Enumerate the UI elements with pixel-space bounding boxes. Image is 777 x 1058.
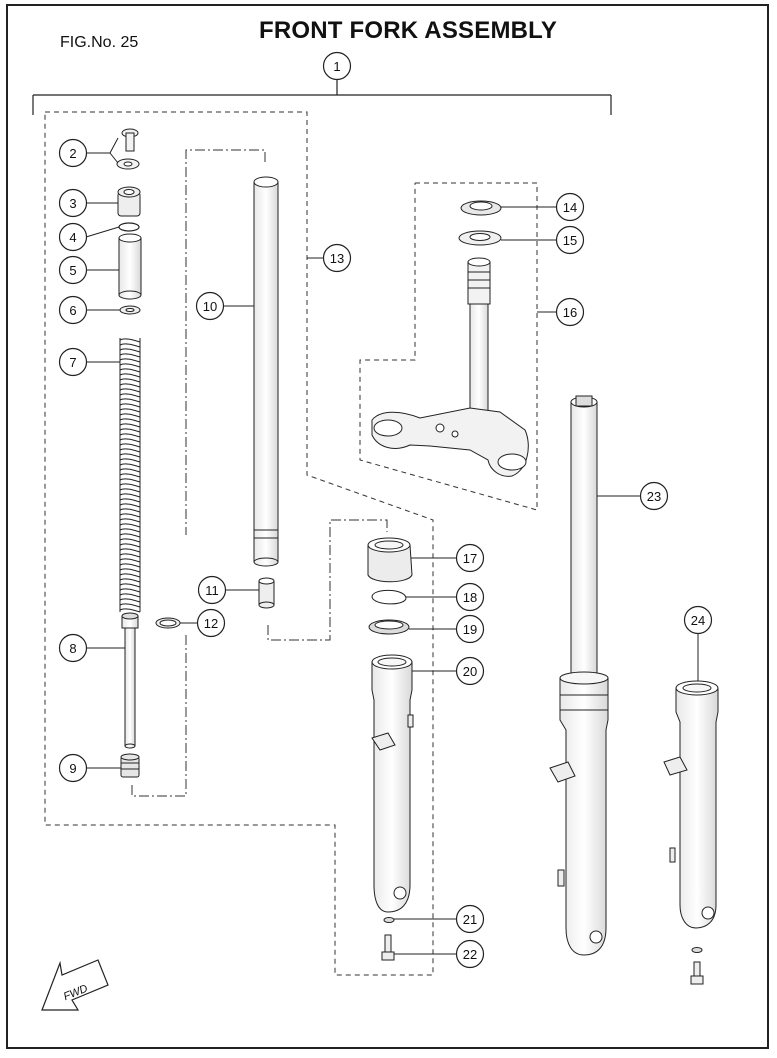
callout-10: 10 xyxy=(195,291,225,321)
callout-8: 8 xyxy=(58,633,88,663)
figure-frame xyxy=(6,4,769,1049)
callout-15: 15 xyxy=(555,225,585,255)
callout-number: 5 xyxy=(69,263,76,278)
callout-23: 23 xyxy=(639,481,669,511)
part-12-ring xyxy=(155,617,181,629)
callout-19: 19 xyxy=(455,614,485,644)
part-6-washer xyxy=(119,305,141,315)
part-14-bearing xyxy=(460,200,502,216)
callout-number: 6 xyxy=(69,303,76,318)
part-8-damper-rod xyxy=(121,612,139,749)
callout-number: 13 xyxy=(330,251,344,266)
callout-14: 14 xyxy=(555,192,585,222)
callout-21: 21 xyxy=(455,904,485,934)
callout-number: 14 xyxy=(563,200,577,215)
group-16-boundary xyxy=(359,182,538,511)
callout-number: 20 xyxy=(463,664,477,679)
part-4-o-ring xyxy=(118,222,140,232)
callout-2: 2 xyxy=(58,138,88,168)
part-17-dust-seal xyxy=(367,537,413,583)
figure-title: FRONT FORK ASSEMBLY xyxy=(259,17,558,44)
part-7-spring xyxy=(119,338,141,613)
callout-12: 12 xyxy=(196,608,226,638)
part-21-washer xyxy=(383,917,395,923)
callout-number: 3 xyxy=(69,196,76,211)
callout-17: 17 xyxy=(455,543,485,573)
callout-11: 11 xyxy=(197,575,227,605)
part-11-bushing xyxy=(258,577,275,609)
callout-number: 22 xyxy=(463,947,477,962)
part-23-fork-assembly xyxy=(549,395,609,956)
callout-number: 1 xyxy=(333,59,340,74)
part-18-clip xyxy=(371,589,407,605)
part-24-outer-tube-complete xyxy=(663,680,719,985)
part-2-bolt-washer xyxy=(116,128,140,170)
callout-3: 3 xyxy=(58,188,88,218)
callout-number: 2 xyxy=(69,146,76,161)
callout-number: 9 xyxy=(69,761,76,776)
callout-number: 24 xyxy=(691,613,705,628)
callout-number: 12 xyxy=(204,616,218,631)
assembly-bracket xyxy=(32,80,612,115)
callout-4: 4 xyxy=(58,222,88,252)
callout-13: 13 xyxy=(322,243,352,273)
fwd-arrow-icon: FWD xyxy=(41,959,109,1011)
part-5-spacer xyxy=(118,233,142,300)
part-9-oil-lock xyxy=(120,753,140,778)
callout-number: 10 xyxy=(203,299,217,314)
connector-lines xyxy=(131,149,388,797)
part-10-inner-tube xyxy=(253,176,279,567)
group-13-boundary xyxy=(44,111,434,976)
figure-number: FIG.No. 25 xyxy=(60,34,139,51)
part-19-oil-seal xyxy=(368,619,410,635)
callout-24: 24 xyxy=(683,605,713,635)
callout-18: 18 xyxy=(455,582,485,612)
callout-6: 6 xyxy=(58,295,88,325)
callout-7: 7 xyxy=(58,347,88,377)
part-15-seal xyxy=(458,230,502,246)
callout-9: 9 xyxy=(58,753,88,783)
callout-number: 17 xyxy=(463,551,477,566)
leader-lines xyxy=(85,137,699,955)
part-20-outer-tube xyxy=(371,654,414,913)
callout-number: 16 xyxy=(563,305,577,320)
part-22-bolt xyxy=(381,934,395,961)
callout-5: 5 xyxy=(58,255,88,285)
callout-22: 22 xyxy=(455,939,485,969)
callout-number: 11 xyxy=(205,583,219,598)
callout-number: 7 xyxy=(69,355,76,370)
part-16-steering-stem xyxy=(371,257,529,477)
callout-20: 20 xyxy=(455,656,485,686)
callout-number: 15 xyxy=(563,233,577,248)
callout-16: 16 xyxy=(555,297,585,327)
callout-number: 8 xyxy=(69,641,76,656)
callout-number: 4 xyxy=(69,230,76,245)
callout-number: 21 xyxy=(463,912,477,927)
callout-number: 19 xyxy=(463,622,477,637)
part-3-cap xyxy=(117,186,141,217)
callout-number: 23 xyxy=(647,489,661,504)
callout-1: 1 xyxy=(322,51,352,81)
callout-number: 18 xyxy=(463,590,477,605)
